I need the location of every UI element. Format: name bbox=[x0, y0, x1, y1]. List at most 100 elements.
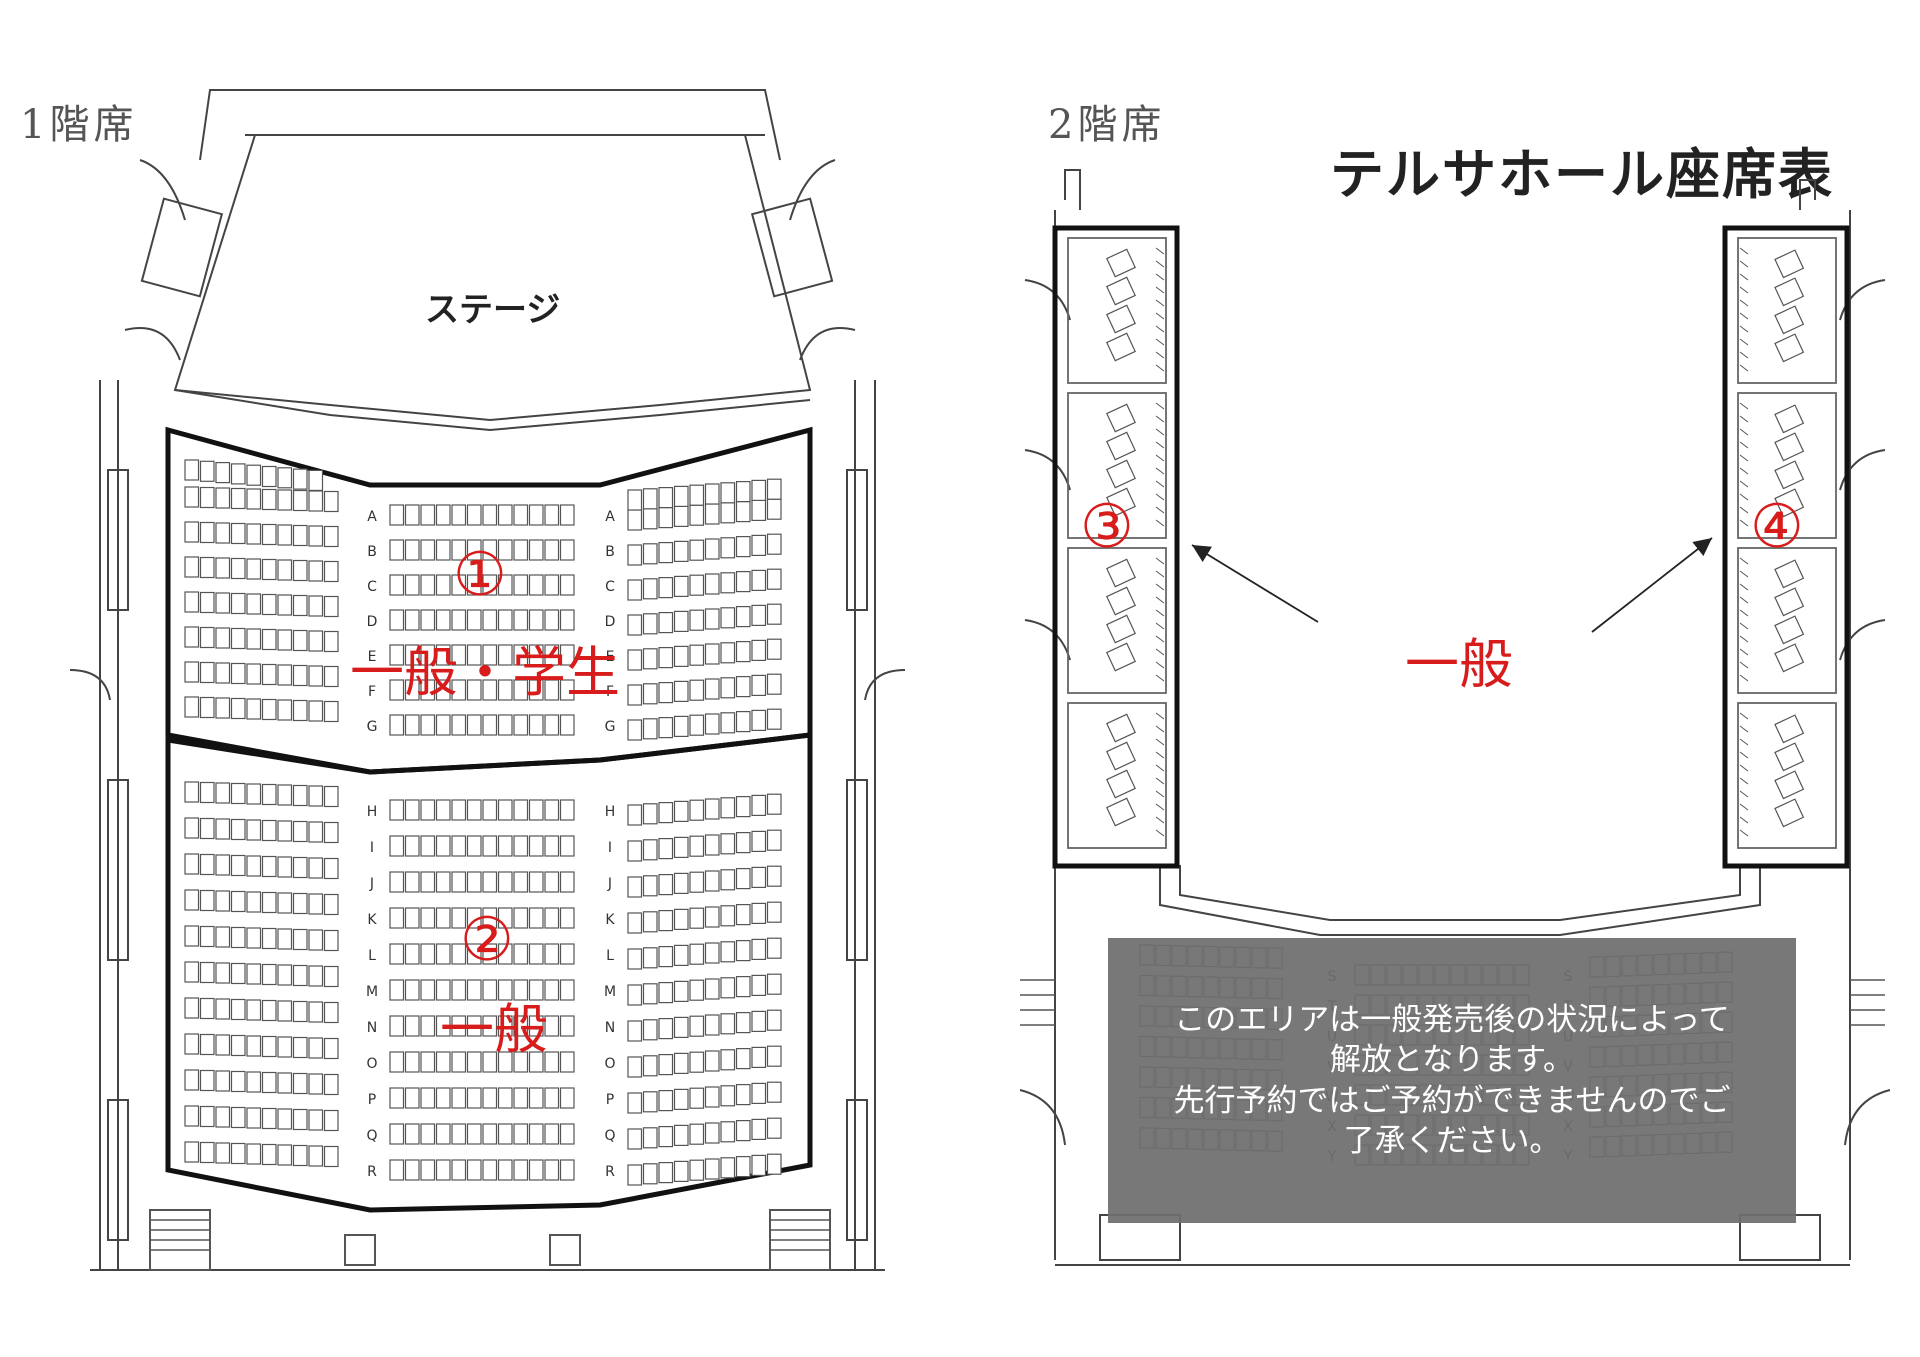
seat bbox=[261, 488, 277, 511]
seat bbox=[627, 1092, 643, 1114]
seat bbox=[466, 943, 482, 965]
seat bbox=[751, 534, 767, 557]
row-letter: O bbox=[366, 1056, 377, 1072]
seat bbox=[689, 1123, 705, 1145]
seat bbox=[528, 799, 544, 821]
rail-hatch bbox=[1155, 402, 1165, 410]
row-letter: D bbox=[605, 614, 616, 630]
stage-label: ステージ bbox=[425, 290, 561, 330]
seat bbox=[246, 464, 262, 486]
rail-hatch bbox=[1155, 325, 1165, 333]
seat bbox=[658, 541, 674, 564]
row-letter: G bbox=[605, 719, 616, 735]
seat bbox=[751, 866, 767, 889]
seat bbox=[292, 856, 308, 879]
seat bbox=[420, 799, 436, 821]
seat bbox=[497, 539, 513, 561]
floor2-stairs-hatch bbox=[1020, 979, 1885, 1026]
seat bbox=[277, 559, 293, 581]
seat bbox=[497, 1159, 513, 1181]
seat bbox=[642, 947, 658, 969]
seat bbox=[689, 1051, 705, 1073]
seat bbox=[246, 783, 262, 805]
seat bbox=[404, 1159, 420, 1181]
seat bbox=[544, 907, 560, 929]
seat bbox=[199, 889, 215, 912]
seat bbox=[673, 645, 689, 668]
row-letter: M bbox=[604, 984, 616, 1000]
seat bbox=[230, 1142, 246, 1165]
seat bbox=[658, 716, 674, 739]
seat bbox=[513, 644, 529, 666]
seat bbox=[215, 854, 231, 876]
seat bbox=[389, 1123, 405, 1145]
seat bbox=[420, 943, 436, 965]
seat bbox=[766, 1009, 782, 1031]
seat bbox=[735, 640, 751, 663]
seat bbox=[704, 643, 720, 665]
seat bbox=[261, 855, 277, 878]
seat bbox=[215, 462, 231, 484]
zone4-outline[interactable] bbox=[1722, 225, 1850, 869]
zone2-outline[interactable] bbox=[165, 732, 813, 1213]
rail-hatch bbox=[1155, 764, 1165, 772]
seat bbox=[184, 556, 200, 578]
seat bbox=[184, 817, 200, 839]
seat bbox=[689, 679, 705, 701]
seat bbox=[230, 697, 246, 720]
rail-hatch bbox=[1739, 506, 1749, 514]
row-letter: D bbox=[367, 614, 378, 630]
seat bbox=[435, 907, 451, 929]
rail-hatch bbox=[1155, 480, 1165, 488]
seat bbox=[689, 835, 705, 857]
seat bbox=[323, 595, 339, 618]
seat bbox=[1106, 769, 1136, 799]
seat bbox=[230, 592, 246, 615]
rail-hatch bbox=[1155, 299, 1165, 307]
seat bbox=[513, 1087, 529, 1109]
seat bbox=[261, 465, 277, 488]
seat bbox=[704, 798, 720, 820]
rail-hatch bbox=[1739, 428, 1749, 436]
seat bbox=[261, 783, 277, 806]
seat bbox=[673, 872, 689, 895]
row-letter: E bbox=[606, 649, 615, 665]
seat bbox=[184, 1069, 200, 1091]
zone3-outline[interactable] bbox=[1052, 225, 1180, 869]
rail-hatch bbox=[1739, 493, 1749, 501]
seat bbox=[689, 871, 705, 893]
seat bbox=[642, 1091, 658, 1113]
seat bbox=[720, 797, 736, 819]
seat bbox=[627, 876, 643, 898]
seat bbox=[404, 1051, 420, 1073]
rail-hatch bbox=[1739, 299, 1749, 307]
seat bbox=[497, 504, 513, 526]
seat bbox=[689, 609, 705, 631]
seat bbox=[704, 1086, 720, 1108]
seat bbox=[323, 1109, 339, 1132]
seat bbox=[261, 819, 277, 842]
seat bbox=[308, 1037, 324, 1059]
seat bbox=[658, 611, 674, 634]
seat bbox=[528, 574, 544, 596]
row-letter: L bbox=[368, 948, 376, 964]
seat bbox=[1106, 586, 1136, 616]
seat bbox=[689, 504, 705, 526]
seat bbox=[308, 1073, 324, 1095]
seat bbox=[435, 504, 451, 526]
rail-hatch bbox=[1739, 661, 1749, 669]
seat bbox=[199, 1069, 215, 1092]
seat bbox=[389, 644, 405, 666]
rail-hatch bbox=[1739, 286, 1749, 294]
seat bbox=[627, 948, 643, 970]
seat bbox=[528, 1087, 544, 1109]
row-letter: K bbox=[605, 912, 615, 928]
seat bbox=[528, 907, 544, 929]
seat bbox=[230, 463, 246, 485]
seat bbox=[308, 490, 324, 512]
seat bbox=[230, 782, 246, 805]
seat bbox=[466, 835, 482, 857]
rail-hatch bbox=[1739, 674, 1749, 682]
seat bbox=[466, 871, 482, 893]
